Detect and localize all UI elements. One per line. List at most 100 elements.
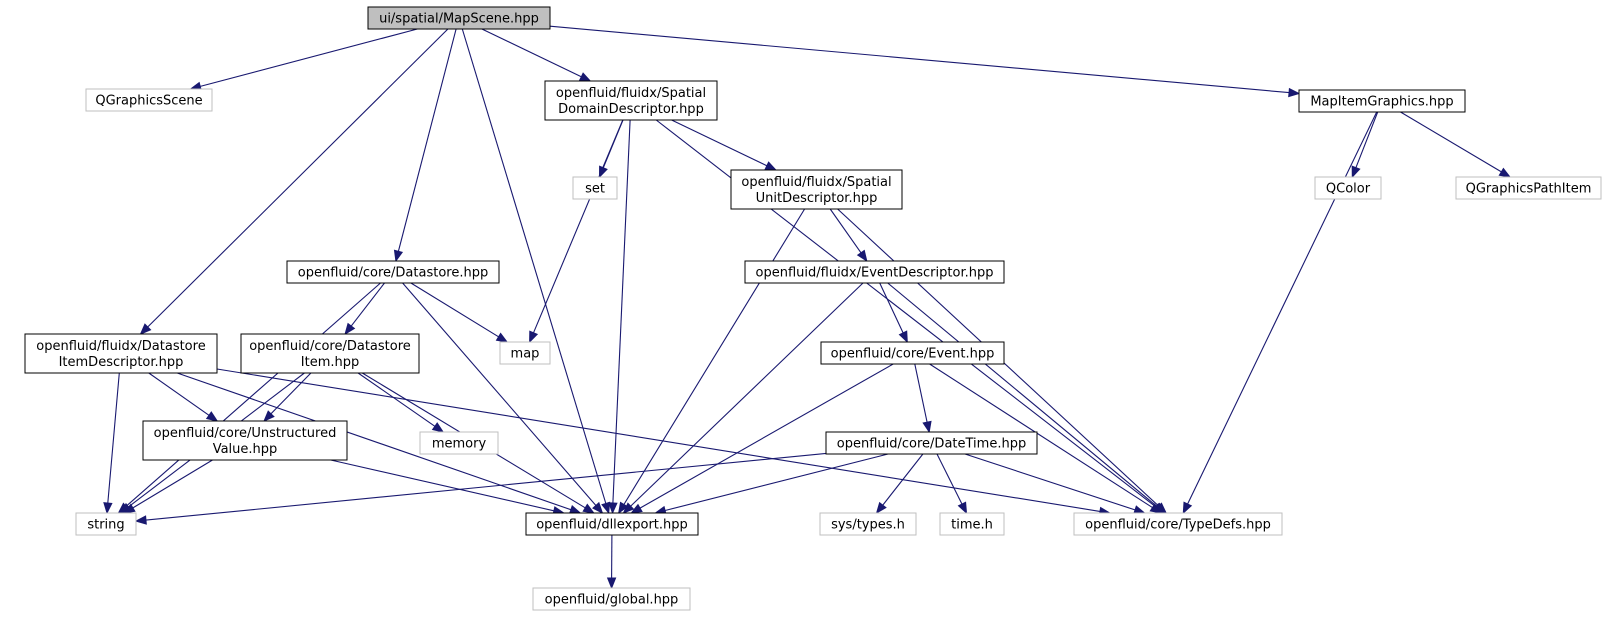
node-label-line: ui/spatial/MapScene.hpp [379,12,539,27]
node-spatialdomain[interactable]: openfluid/fluidx/SpatialDomainDescriptor… [544,80,718,121]
edge-eventdescriptor-to-event [879,282,904,334]
node-box[interactable] [24,333,218,374]
node-box[interactable] [240,333,420,374]
arrowhead-datetime-to-string [134,515,147,525]
node-label-line: QGraphicsScene [95,94,202,109]
node-global[interactable]: openfluid/global.hpp [532,587,691,611]
node-label-line: QGraphicsPathItem [1466,182,1592,197]
arrowhead-datastoreitem-to-memory [431,422,445,433]
node-systypes[interactable]: sys/types.h [819,512,917,536]
node-label-line: time.h [951,518,993,533]
node-box[interactable] [525,512,699,536]
edge-mapscene-to-qgraphicsscene [200,28,418,87]
node-box[interactable] [499,341,551,365]
node-label-line: openfluid/fluidx/EventDescriptor.hpp [756,266,994,281]
arrowhead-spatialdomain-to-spatialunit [764,161,778,171]
edge-mapscene-to-datastoreitemdesc [147,28,449,328]
arrowhead-mapscene-to-mapitemgraphics [1288,87,1301,98]
node-map[interactable]: map [499,341,551,365]
edge-datetime-to-typedefs [964,453,1136,511]
arrowhead-spatialdomain-to-map [529,330,539,344]
edge-datastoreitemdesc-to-dllexport [177,372,572,511]
edge-eventdescriptor-to-typedefs [887,282,1158,508]
node-mapscene[interactable]: ui/spatial/MapScene.hpp [367,6,551,30]
node-eventdescriptor[interactable]: openfluid/fluidx/EventDescriptor.hpp [744,260,1005,284]
edge-mapitemgraphics-to-qcolor [1355,111,1379,168]
node-set[interactable]: set [572,176,618,200]
node-mapitemgraphics[interactable]: MapItemGraphics.hpp [1298,89,1466,113]
edge-spatialunit-to-dllexport [623,208,806,505]
edge-mapitemgraphics-to-qgraphicspathitem [1400,111,1502,173]
node-box[interactable] [744,260,1005,284]
node-datastore[interactable]: openfluid/core/Datastore.hpp [286,260,500,284]
node-label-line: string [87,518,124,533]
node-spatialunit[interactable]: openfluid/fluidx/SpatialUnitDescriptor.h… [730,169,903,210]
edge-spatialdomain-to-map [532,119,624,334]
edges-layer [103,25,1512,590]
edge-datastoreitem-to-unstructured [270,372,312,415]
edge-spatialunit-to-eventdescriptor [829,208,862,254]
node-box[interactable] [85,88,213,112]
arrowhead-mapscene-to-datastore [393,249,404,263]
edge-datastore-to-string [125,282,381,507]
edge-mapscene-to-dllexport [461,28,607,504]
node-label-line: openfluid/fluidx/Spatial [741,175,891,190]
node-box[interactable] [419,431,499,455]
node-box[interactable] [1314,176,1382,200]
node-datetime[interactable]: openfluid/core/DateTime.hpp [825,431,1038,455]
node-label-line: openfluid/core/Datastore.hpp [298,266,488,281]
node-label-line: Value.hpp [213,442,278,457]
node-event[interactable]: openfluid/core/Event.hpp [820,341,1005,365]
node-memory[interactable]: memory [419,431,499,455]
node-string[interactable]: string [75,512,137,536]
arrowhead-datetime-to-timeh [957,501,968,515]
node-box[interactable] [1073,512,1283,536]
edge-datastore-to-map [410,282,499,338]
node-box[interactable] [820,341,1005,365]
node-box[interactable] [825,431,1038,455]
node-label-line: openfluid/fluidx/Datastore [36,339,205,354]
edge-event-to-datetime [914,363,928,423]
node-box[interactable] [142,420,348,461]
node-box[interactable] [75,512,137,536]
arrowhead-mapscene-to-dllexport [601,501,611,515]
edge-datetime-to-systypes [882,453,924,506]
edge-event-to-dllexport [639,363,894,509]
node-label-line: openfluid/core/Datastore [249,339,411,354]
node-qgraphicsscene[interactable]: QGraphicsScene [85,88,213,112]
arrowhead-datetime-to-systypes [875,501,887,515]
node-typedefs[interactable]: openfluid/core/TypeDefs.hpp [1073,512,1283,536]
node-box[interactable] [544,80,718,121]
node-dllexport[interactable]: openfluid/dllexport.hpp [525,512,699,536]
arrowhead-dllexport-to-global [606,577,617,590]
arrowhead-mapitemgraphics-to-typedefs [1182,501,1193,515]
node-box[interactable] [730,169,903,210]
edge-event-to-typedefs [929,363,1153,509]
edge-datetime-to-timeh [936,453,963,505]
edge-datastore-to-datastoreitem [350,282,385,327]
node-label-line: QColor [1326,182,1371,197]
arrowhead-mapitemgraphics-to-qcolor [1351,165,1361,179]
node-box[interactable] [1298,89,1466,113]
arrowhead-datastoreitemdesc-to-unstructured [205,411,219,422]
edge-unstructured-to-dllexport [330,459,555,512]
arrowhead-datastore-to-datastoreitem [344,322,356,336]
node-label-line: UnitDescriptor.hpp [756,191,878,206]
node-box[interactable] [1455,176,1602,200]
arrowhead-datastore-to-map [495,332,509,343]
node-box[interactable] [532,587,691,611]
node-box[interactable] [939,512,1005,536]
node-box[interactable] [367,6,551,30]
node-qgraphicspathitem[interactable]: QGraphicsPathItem [1455,176,1602,200]
node-box[interactable] [572,176,618,200]
node-timeh[interactable]: time.h [939,512,1005,536]
edge-datetime-to-dllexport [664,453,889,512]
node-box[interactable] [286,260,500,284]
node-datastoreitemdesc[interactable]: openfluid/fluidx/DatastoreItemDescriptor… [24,333,218,374]
arrowhead-spatialunit-to-eventdescriptor [856,249,868,263]
node-label-line: memory [432,437,487,452]
node-box[interactable] [819,512,917,536]
node-qcolor[interactable]: QColor [1314,176,1382,200]
